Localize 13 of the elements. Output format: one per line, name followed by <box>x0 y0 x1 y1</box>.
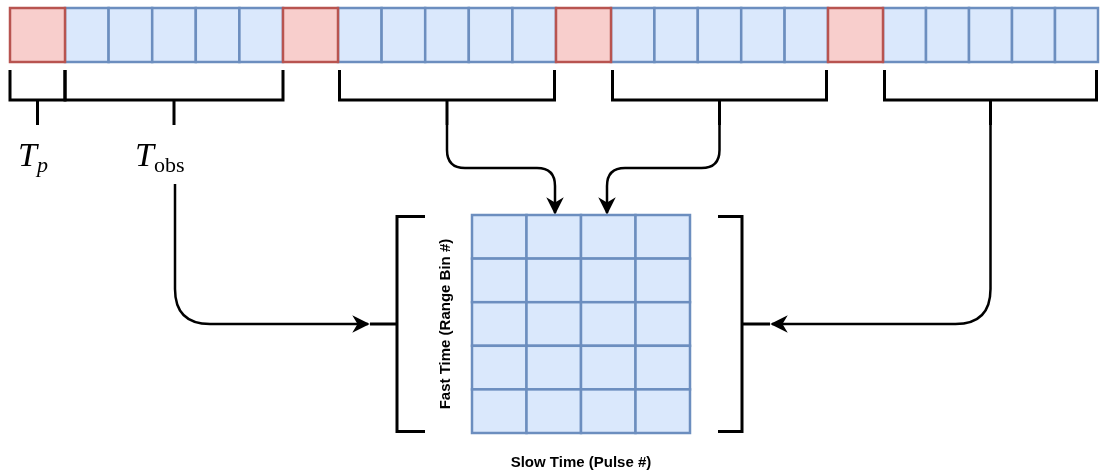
arrow <box>770 125 992 333</box>
bracket <box>611 70 828 125</box>
arrow <box>173 184 370 333</box>
bracket <box>338 70 556 125</box>
time-symbol: T$_{obs}$ <box>135 136 185 173</box>
matrix-grid <box>472 215 690 433</box>
axis-label: Fast Time (Range Bin #) <box>435 238 453 410</box>
axis-label: Slow Time (Pulse #) <box>510 453 652 470</box>
arrow <box>445 125 564 215</box>
bracket <box>370 215 425 433</box>
bracket <box>718 215 770 433</box>
arrow <box>598 125 721 215</box>
bracket <box>883 70 1098 125</box>
